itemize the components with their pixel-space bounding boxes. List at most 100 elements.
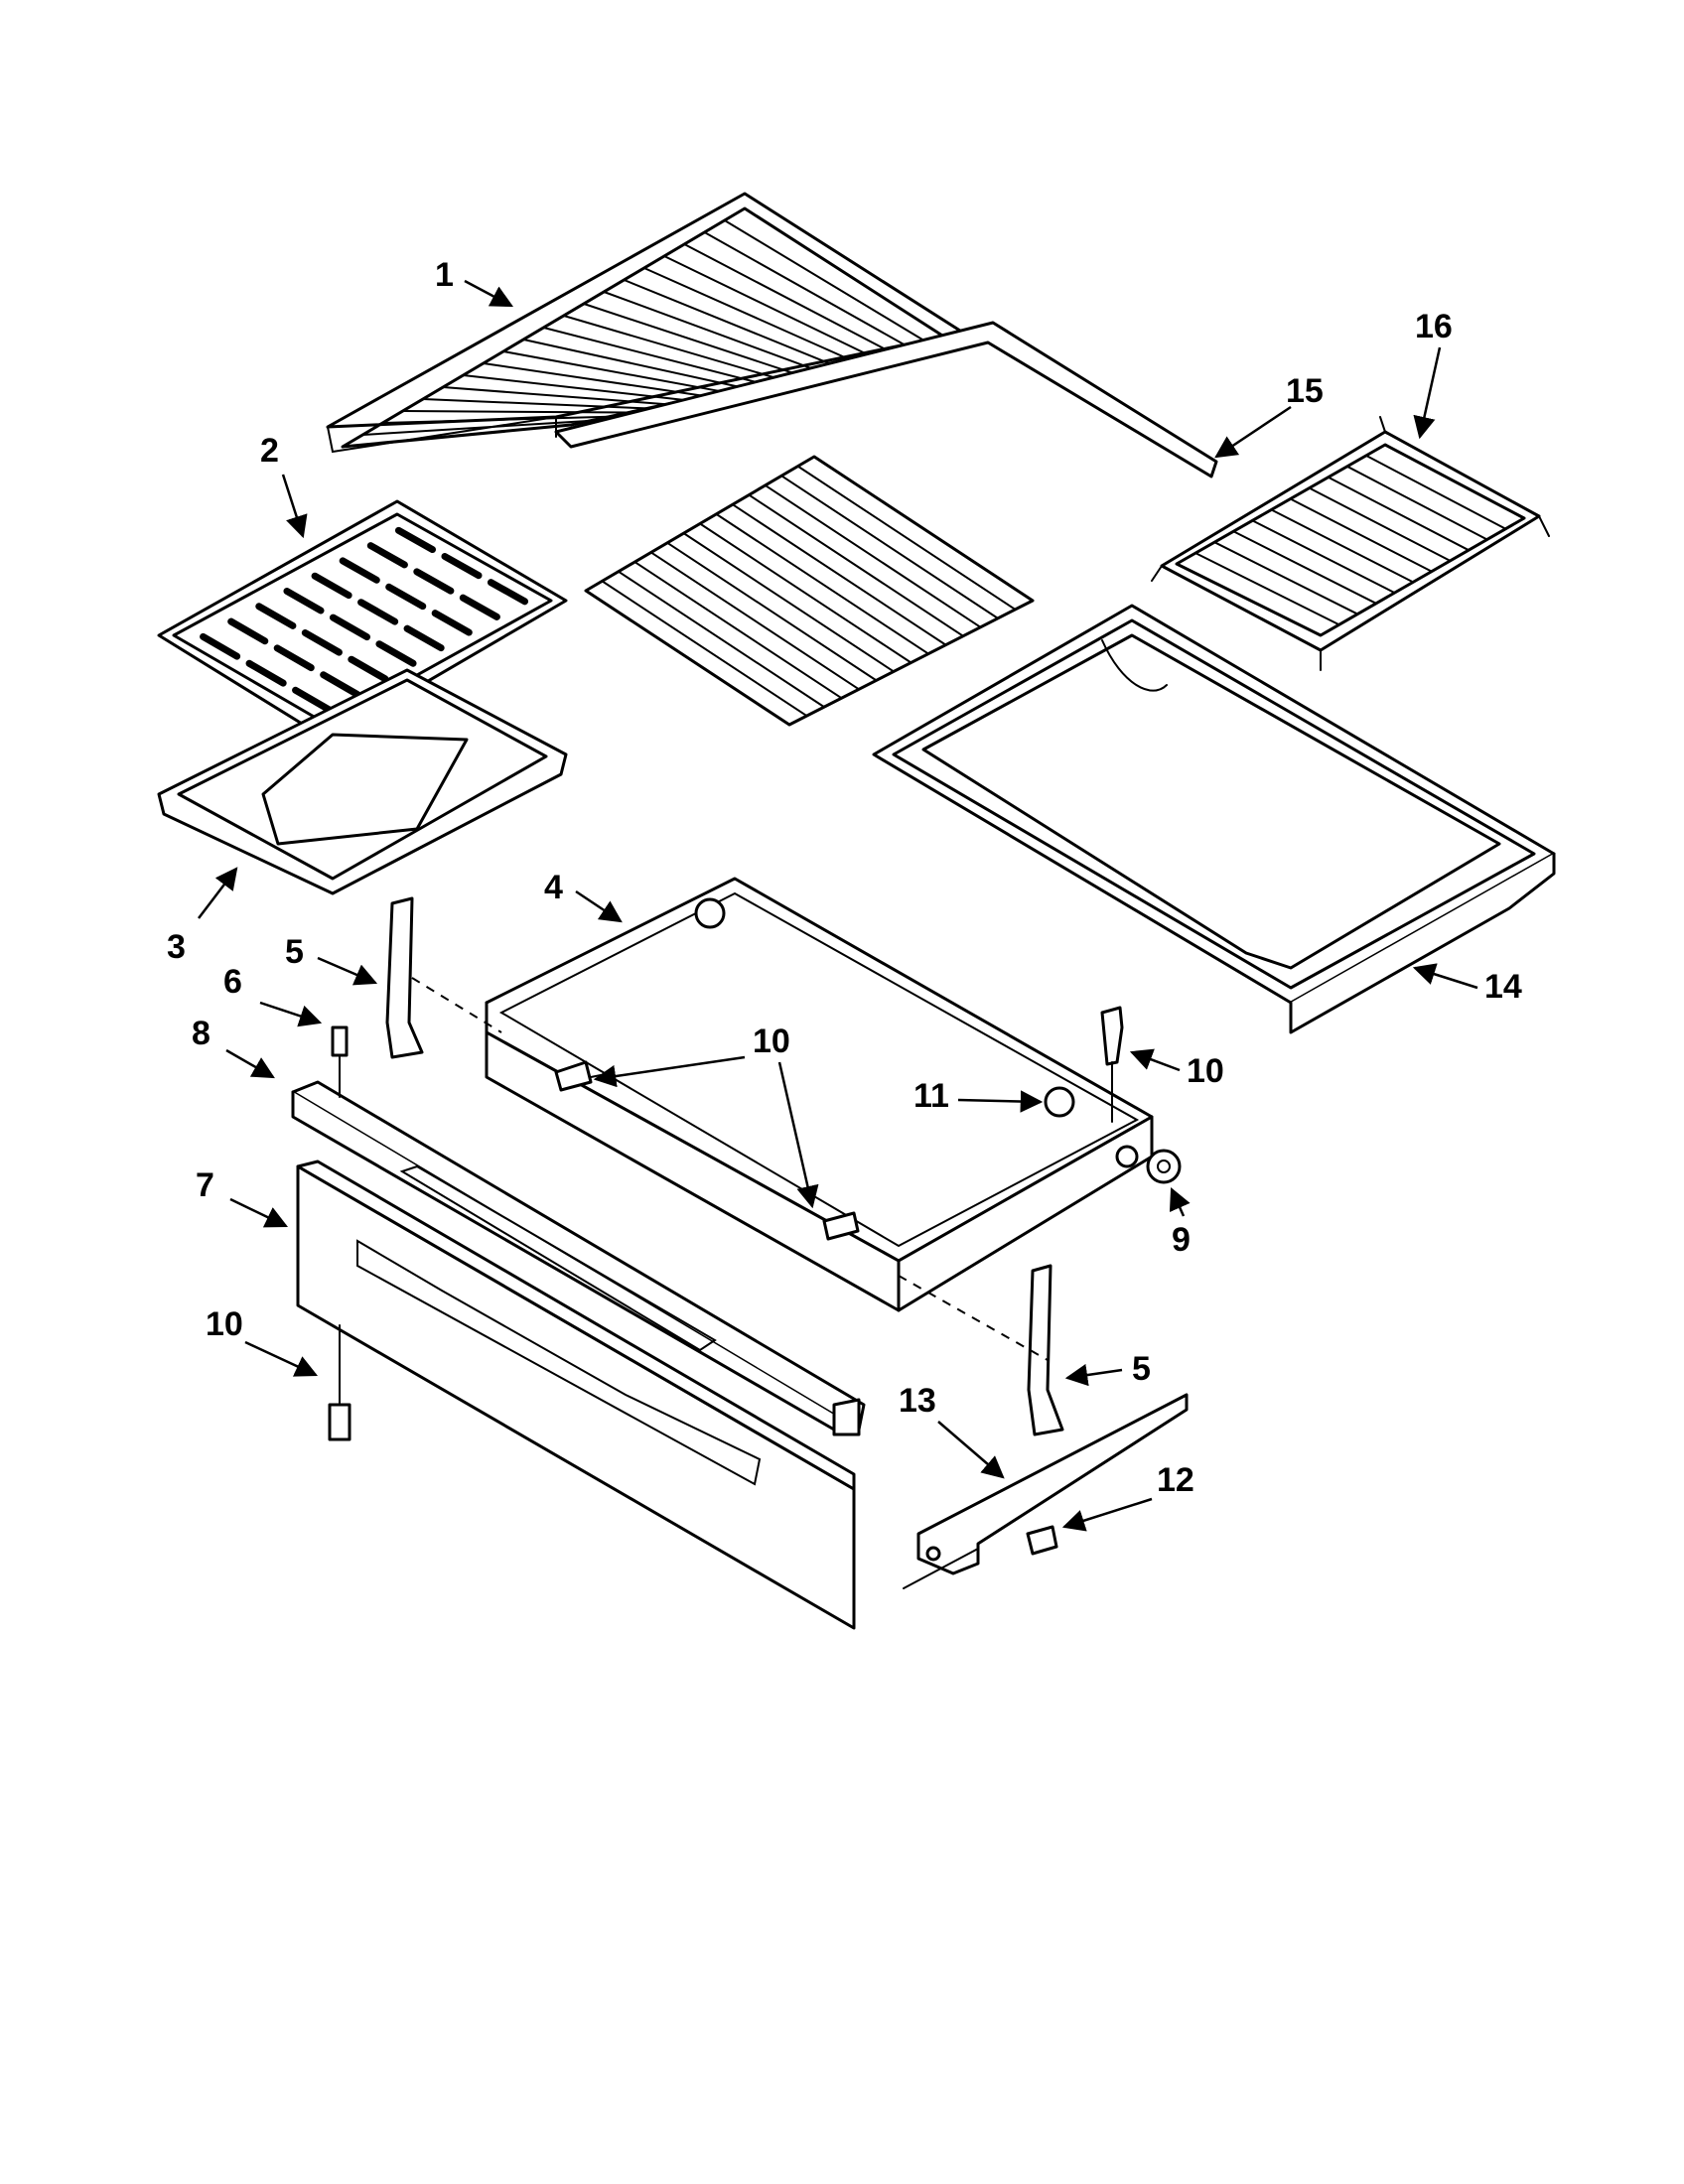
callout-10-d: 10: [206, 1305, 319, 1377]
screw-10-bottom: [328, 1324, 351, 1441]
rack-wire: [442, 386, 668, 406]
drawer-body: [485, 877, 1154, 1312]
knob-9: [1146, 1149, 1182, 1184]
callout-2: 2: [260, 432, 308, 539]
svg-text:4: 4: [544, 869, 563, 906]
svg-text:10: 10: [753, 1023, 790, 1060]
callout-8: 8: [192, 1015, 275, 1079]
small-rack: [1151, 416, 1550, 671]
svg-text:7: 7: [196, 1166, 214, 1204]
rack-wire: [562, 315, 782, 381]
svg-text:16: 16: [1415, 308, 1453, 345]
rack-wire: [422, 398, 648, 410]
rack-wire: [731, 503, 947, 646]
grid-slot: [431, 610, 473, 636]
drawer-front: [296, 1160, 856, 1630]
callout-3: 3: [167, 867, 238, 966]
grid-slot: [403, 624, 445, 652]
rack-wire: [542, 327, 764, 385]
rack-wire: [1232, 530, 1377, 605]
grid-slot: [339, 557, 380, 584]
bracket: [903, 1393, 1189, 1589]
grid-slot: [441, 553, 483, 580]
rack-wire: [1270, 508, 1415, 584]
rack-wire: [502, 350, 725, 393]
broiler-grid: [157, 499, 568, 742]
callout-5-left: 5: [285, 933, 378, 986]
grid-slot: [413, 568, 455, 595]
callout-12: 12: [1061, 1461, 1194, 1532]
rack-wire: [583, 303, 801, 377]
rack-wire: [361, 419, 592, 436]
callout-9: 9: [1169, 1186, 1191, 1259]
callout-10-c: 10: [1129, 1048, 1224, 1090]
grid-slot: [292, 686, 334, 714]
rack-wire: [633, 561, 843, 700]
grid-slot: [227, 617, 269, 645]
grid-slot: [394, 526, 437, 554]
rack-wire: [723, 219, 935, 348]
nut-11: [1044, 1086, 1075, 1118]
grid-slot: [273, 644, 315, 672]
svg-text:14: 14: [1484, 968, 1522, 1006]
callouts: 1 2 3 4 5 5 6 7: [167, 256, 1522, 1532]
rack-wire: [381, 415, 611, 424]
callout-11: 11: [913, 1077, 1044, 1115]
callout-16: 16: [1413, 308, 1453, 440]
rack-wire: [462, 374, 687, 402]
rack-wire: [1364, 454, 1507, 530]
rack-wire: [649, 551, 860, 691]
svg-text:1: 1: [435, 256, 454, 294]
grid-slot: [301, 629, 343, 656]
callout-10-a: 10: [593, 1023, 790, 1088]
callout-10-b: [777, 1061, 819, 1209]
rack-wire: [703, 231, 916, 352]
grid-slot: [245, 659, 287, 687]
drawer-slide-left: [385, 896, 424, 1059]
rack-wire: [663, 255, 878, 360]
rack-wire: [522, 339, 745, 389]
rack-wire: [603, 291, 821, 373]
svg-text:8: 8: [192, 1015, 210, 1052]
rack-wire: [1289, 497, 1433, 573]
rack-wire: [601, 580, 808, 718]
rack-rail: [554, 321, 1218, 478]
rack-wire: [1327, 476, 1471, 552]
svg-text:5: 5: [285, 933, 304, 971]
broiler-pan: [157, 668, 568, 895]
rack-wire: [623, 279, 840, 368]
rack-wire: [1213, 541, 1359, 615]
rack-wire: [780, 475, 999, 619]
rack-wire: [1194, 552, 1340, 626]
svg-text:13: 13: [899, 1382, 936, 1420]
callout-13: 13: [899, 1382, 1005, 1479]
svg-text:9: 9: [1172, 1221, 1191, 1259]
rack-wire: [642, 267, 859, 364]
grid-slot: [366, 542, 408, 569]
screw-10-right: [1100, 1006, 1124, 1123]
grid-slot: [329, 614, 371, 641]
rack-wire: [683, 243, 898, 356]
svg-text:10: 10: [1187, 1052, 1224, 1090]
svg-text:12: 12: [1157, 1461, 1194, 1499]
oven-rack: [326, 192, 965, 454]
rack-wire: [715, 512, 929, 655]
rack-wire: [796, 465, 1017, 611]
grid-slot: [487, 579, 529, 606]
svg-text:5: 5: [1132, 1350, 1151, 1388]
callout-7: 7: [196, 1166, 289, 1228]
rack-wire: [666, 541, 878, 682]
grid-slot: [200, 632, 241, 660]
grid-slot: [357, 599, 399, 625]
rack-wire: [1308, 486, 1452, 562]
svg-text:6: 6: [223, 963, 242, 1001]
drawer-slide-right: [1027, 1264, 1064, 1436]
rack-wire: [699, 522, 912, 664]
callout-5-right: 5: [1064, 1350, 1151, 1388]
screw-12: [1026, 1525, 1058, 1556]
callout-14: 14: [1412, 963, 1522, 1006]
svg-text:3: 3: [167, 928, 186, 966]
grid-slot: [311, 572, 352, 600]
drawer-pan: [872, 604, 1556, 1034]
callout-15: 15: [1214, 372, 1324, 459]
